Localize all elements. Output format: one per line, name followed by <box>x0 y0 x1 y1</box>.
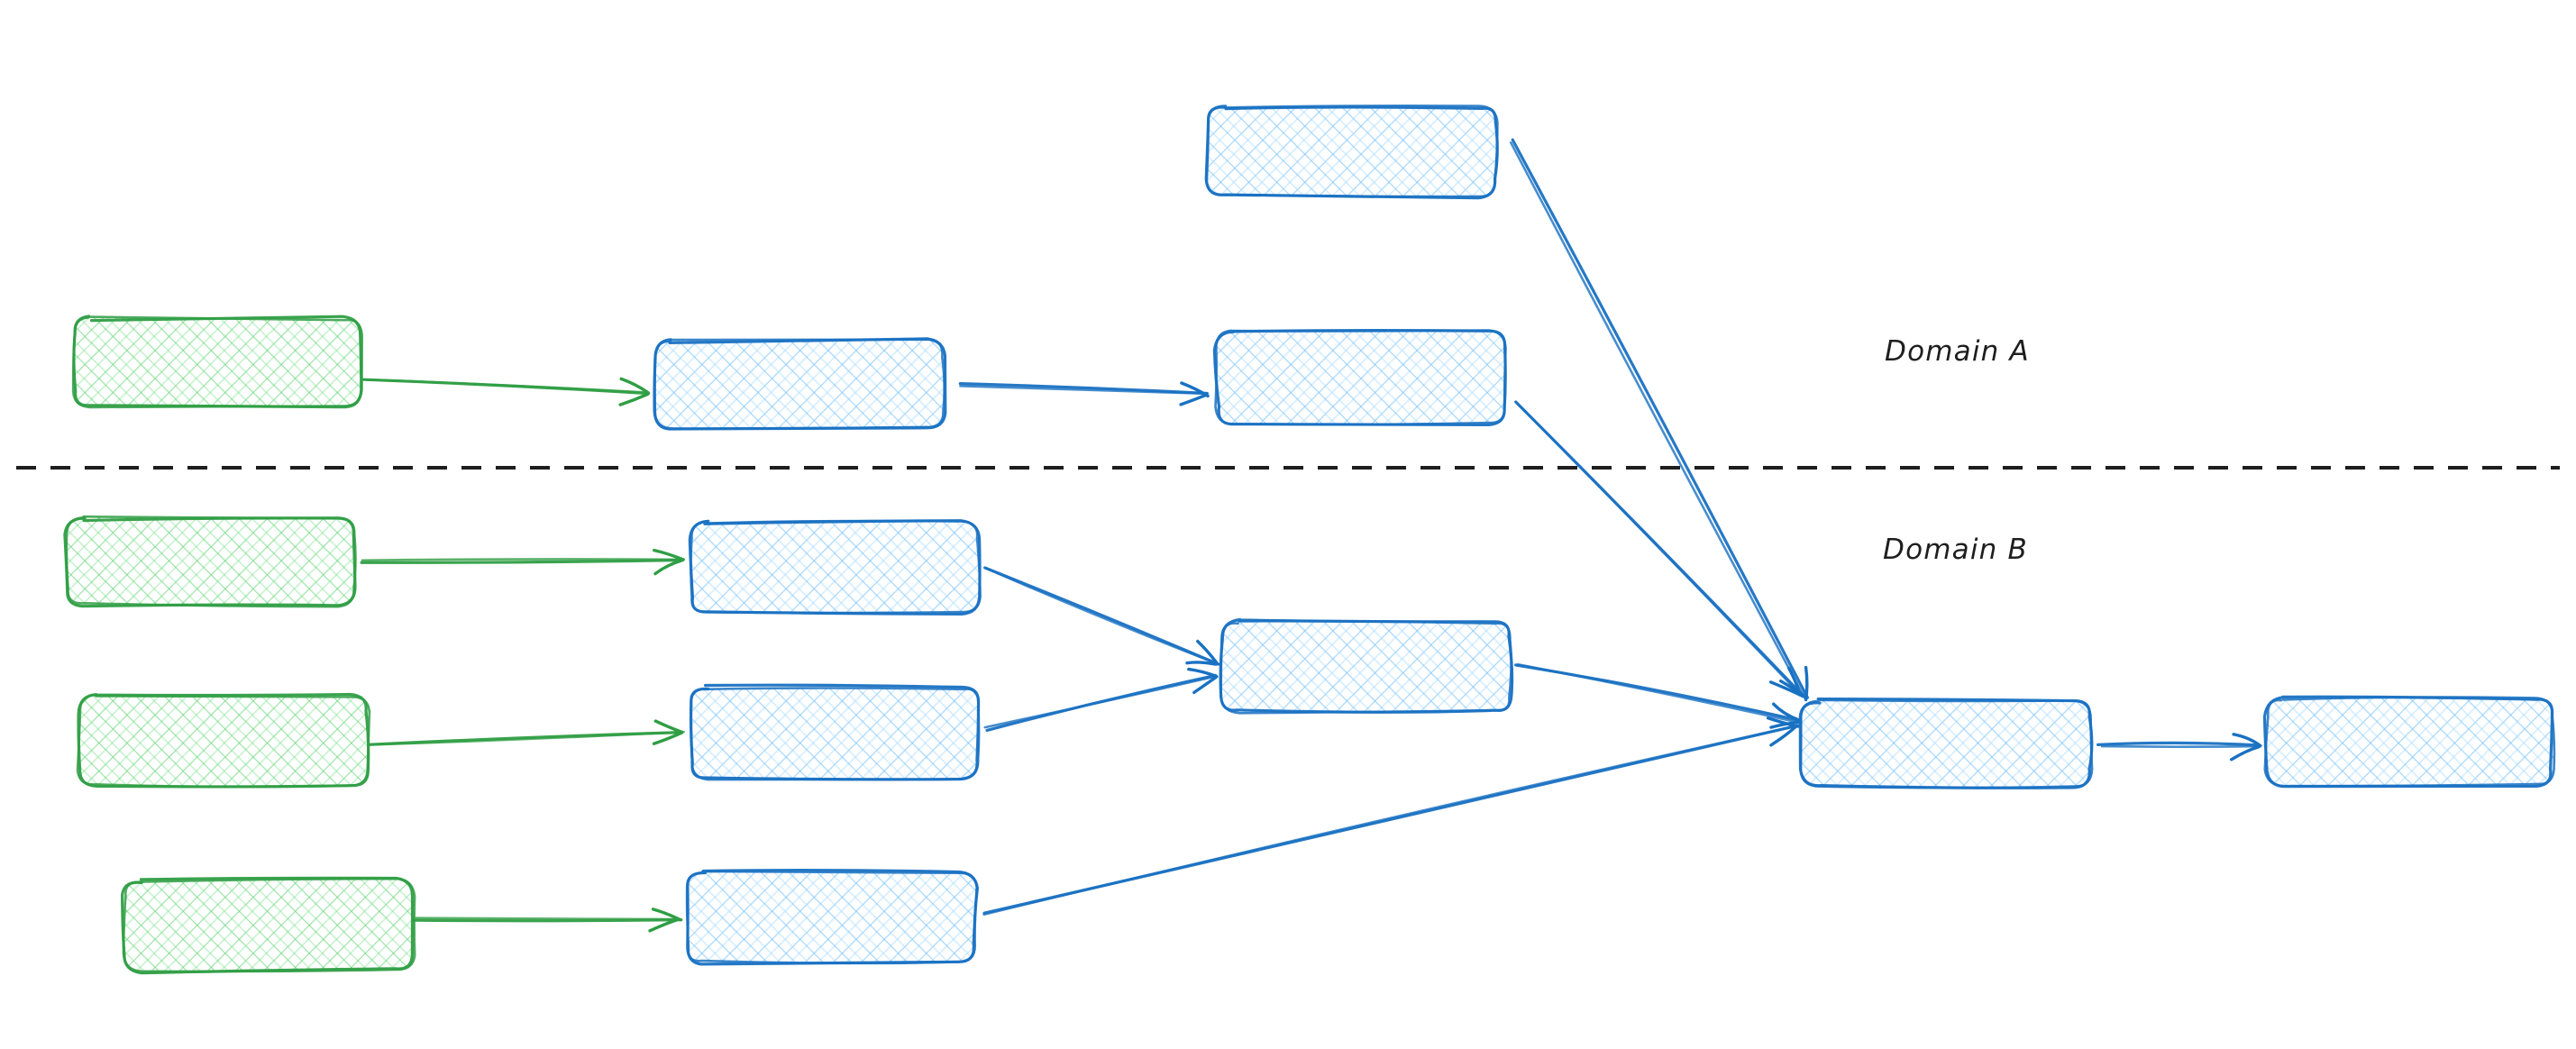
edge-a-proc-1-to-a-proc-2 <box>958 381 1210 406</box>
node-b-src-2[interactable] <box>76 692 371 789</box>
edge-b-proc-1-to-b-merge <box>983 566 1220 666</box>
node-a-proc-1[interactable] <box>653 337 947 431</box>
node-b-sink[interactable] <box>2262 695 2556 789</box>
node-a-proc-2[interactable] <box>1212 329 1507 426</box>
node-a-proc-3[interactable] <box>1204 105 1499 200</box>
domain-a-label: Domain A <box>1885 335 2030 368</box>
edge-b-merge-to-b-hub <box>1514 662 1802 729</box>
node-layer <box>63 105 2556 975</box>
edge-a-src-1-to-a-proc-1 <box>362 377 651 406</box>
domain-b-label: Domain B <box>1883 534 2029 566</box>
edge-b-src-3-to-b-proc-3 <box>412 908 683 933</box>
node-b-proc-3[interactable] <box>685 868 979 966</box>
edge-a-proc-2-to-b-hub <box>1514 400 1804 698</box>
edge-a-proc-3-to-b-hub <box>1509 138 1809 702</box>
node-b-merge[interactable] <box>1219 617 1514 715</box>
edge-b-hub-to-b-sink <box>2096 733 2262 762</box>
node-b-proc-1[interactable] <box>688 519 982 616</box>
node-b-src-1[interactable] <box>63 515 357 608</box>
node-b-src-3[interactable] <box>121 876 416 975</box>
edge-b-proc-2-to-b-merge <box>983 667 1219 732</box>
edge-layer <box>360 138 2262 933</box>
edge-b-proc-3-to-b-hub <box>982 716 1800 916</box>
node-a-src-1[interactable] <box>71 315 363 409</box>
node-b-hub[interactable] <box>1798 698 2094 789</box>
edge-b-src-2-to-b-proc-2 <box>368 719 685 746</box>
edge-b-src-1-to-b-proc-1 <box>360 548 685 576</box>
node-b-proc-2[interactable] <box>689 683 981 781</box>
